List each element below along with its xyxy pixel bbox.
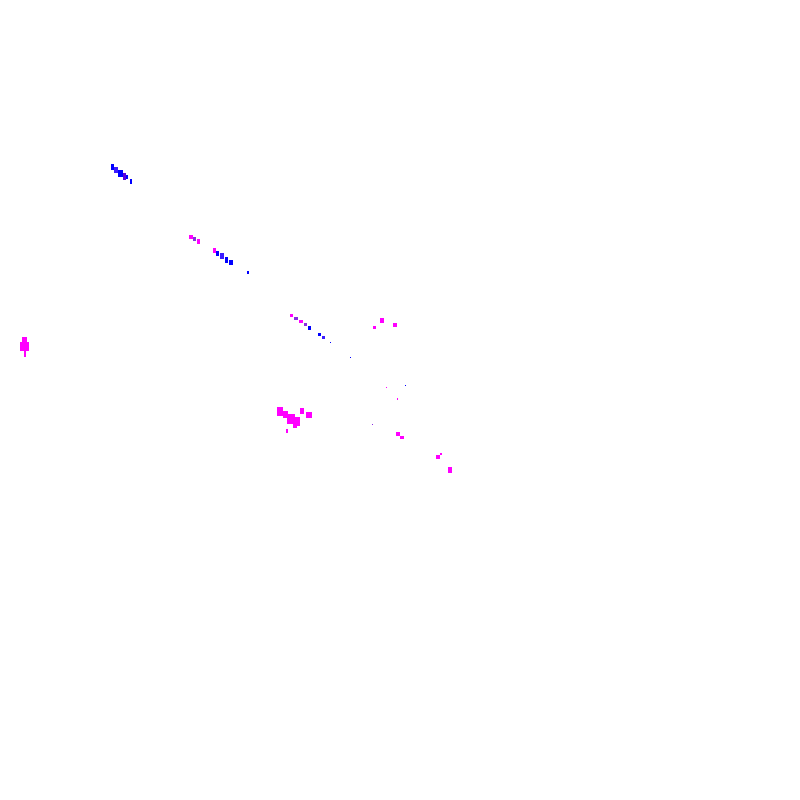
- mark: [397, 398, 398, 400]
- mark: [229, 260, 233, 265]
- mark: [318, 333, 321, 336]
- cluster-diagonal-2: [213, 248, 249, 274]
- mark: [380, 318, 384, 323]
- mark: [372, 424, 373, 425]
- mark: [299, 320, 303, 323]
- mark: [393, 323, 397, 327]
- mark: [400, 436, 404, 439]
- mark: [216, 251, 219, 256]
- mark: [405, 385, 406, 386]
- mark: [123, 173, 126, 180]
- mark: [22, 337, 27, 342]
- mark: [225, 257, 228, 263]
- mark: [308, 326, 311, 330]
- mark: [111, 164, 114, 170]
- mark: [436, 455, 440, 459]
- mark: [350, 357, 351, 358]
- mark: [20, 342, 29, 351]
- mark: [287, 414, 295, 424]
- mark: [294, 417, 300, 426]
- mark: [448, 467, 452, 473]
- left-edge-marker: [20, 337, 29, 357]
- mark: [283, 411, 288, 418]
- mark: [304, 323, 307, 326]
- mark: [386, 387, 387, 388]
- mark: [247, 271, 249, 274]
- mark: [193, 237, 196, 241]
- mark: [286, 429, 288, 433]
- mark: [220, 253, 224, 259]
- cluster-diagonal-1: [189, 235, 200, 244]
- mark: [118, 170, 123, 177]
- mark: [290, 314, 293, 317]
- cluster-center-blob: [277, 407, 312, 433]
- mark: [24, 351, 26, 357]
- cluster-diagonal-3: [290, 314, 351, 358]
- mark: [277, 407, 283, 416]
- cluster-top-left: [111, 164, 132, 184]
- mark: [300, 408, 304, 414]
- mark: [373, 326, 376, 329]
- mark: [322, 336, 325, 339]
- mark: [330, 342, 331, 343]
- mark: [126, 175, 128, 179]
- mark: [197, 239, 200, 244]
- cluster-lower-right: [396, 432, 452, 473]
- mark: [189, 235, 193, 239]
- mark: [440, 453, 442, 455]
- mark: [396, 432, 400, 436]
- mark: [213, 248, 216, 253]
- mark: [114, 167, 118, 173]
- mark: [294, 317, 298, 320]
- cluster-right-specks: [372, 318, 406, 425]
- mark: [306, 412, 312, 418]
- mark: [293, 423, 297, 428]
- mark: [130, 179, 132, 184]
